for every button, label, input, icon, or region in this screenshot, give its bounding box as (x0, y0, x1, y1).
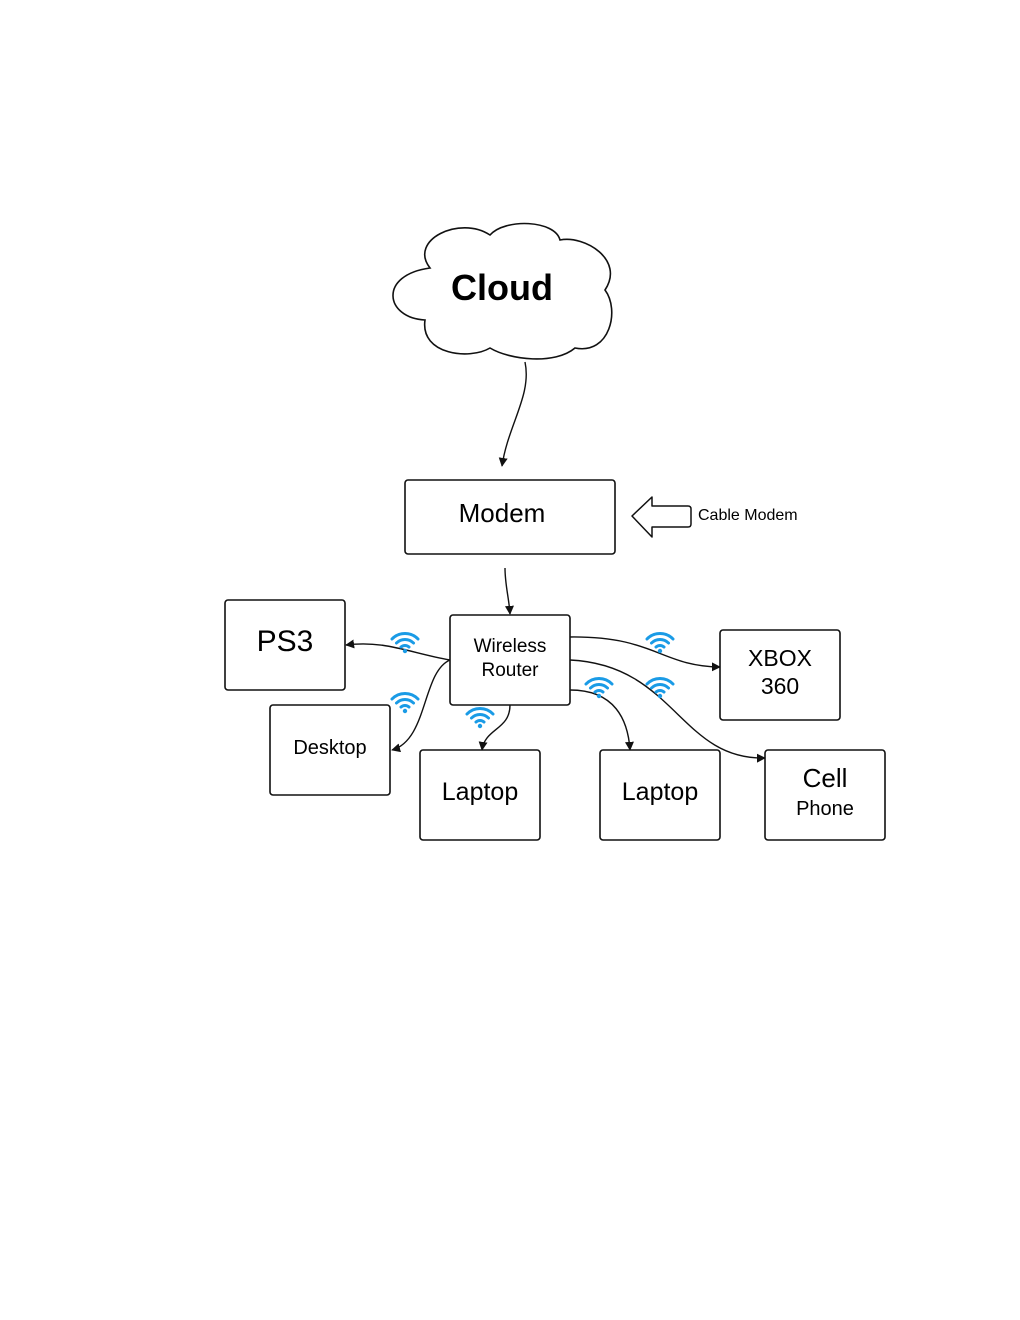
callout-label: Cable Modem (698, 507, 798, 524)
xbox-node: XBOX 360 (719, 629, 841, 721)
cable-modem-callout: Cable Modem (631, 496, 798, 538)
router-label-line2: Router (481, 660, 539, 681)
laptop1-label: Laptop (442, 778, 518, 806)
desktop-node: Desktop (269, 704, 391, 796)
modem-label: Modem (459, 498, 546, 528)
laptop1-node: Laptop (419, 749, 541, 841)
ps3-label: PS3 (257, 625, 314, 658)
cell-label-line1: Cell (803, 763, 848, 793)
wifi-icon (390, 631, 420, 655)
router-node: Wireless Router (449, 614, 571, 706)
wifi-icon (465, 706, 495, 730)
edge-modem-router (504, 567, 514, 615)
wifi-icon (645, 676, 675, 700)
edge-router-laptop1 (478, 704, 511, 751)
wifi-icon (584, 676, 614, 700)
xbox-label-line2: 360 (761, 673, 799, 699)
arrow-left-icon (631, 496, 692, 538)
ps3-node: PS3 (224, 599, 346, 691)
xbox-label-line1: XBOX (748, 645, 812, 671)
cell-label-line2: Phone (796, 798, 854, 820)
edge-cloud-modem (498, 361, 527, 467)
laptop2-node: Laptop (599, 749, 721, 841)
edge-router-cell (569, 659, 766, 763)
cloud-shape (392, 222, 613, 360)
cell-node: Cell Phone (764, 749, 886, 841)
wifi-icon (390, 691, 420, 715)
edge-router-ps3 (345, 639, 451, 661)
desktop-label: Desktop (293, 737, 366, 759)
laptop2-label: Laptop (622, 778, 698, 806)
cloud-node: Cloud (392, 222, 613, 360)
edge-router-desktop (391, 659, 451, 753)
cloud-label: Cloud (451, 267, 553, 308)
edge-router-xbox (569, 636, 721, 672)
modem-node: Modem (404, 479, 616, 555)
router-label-line1: Wireless (474, 636, 547, 657)
edge-router-laptop2 (569, 689, 634, 751)
